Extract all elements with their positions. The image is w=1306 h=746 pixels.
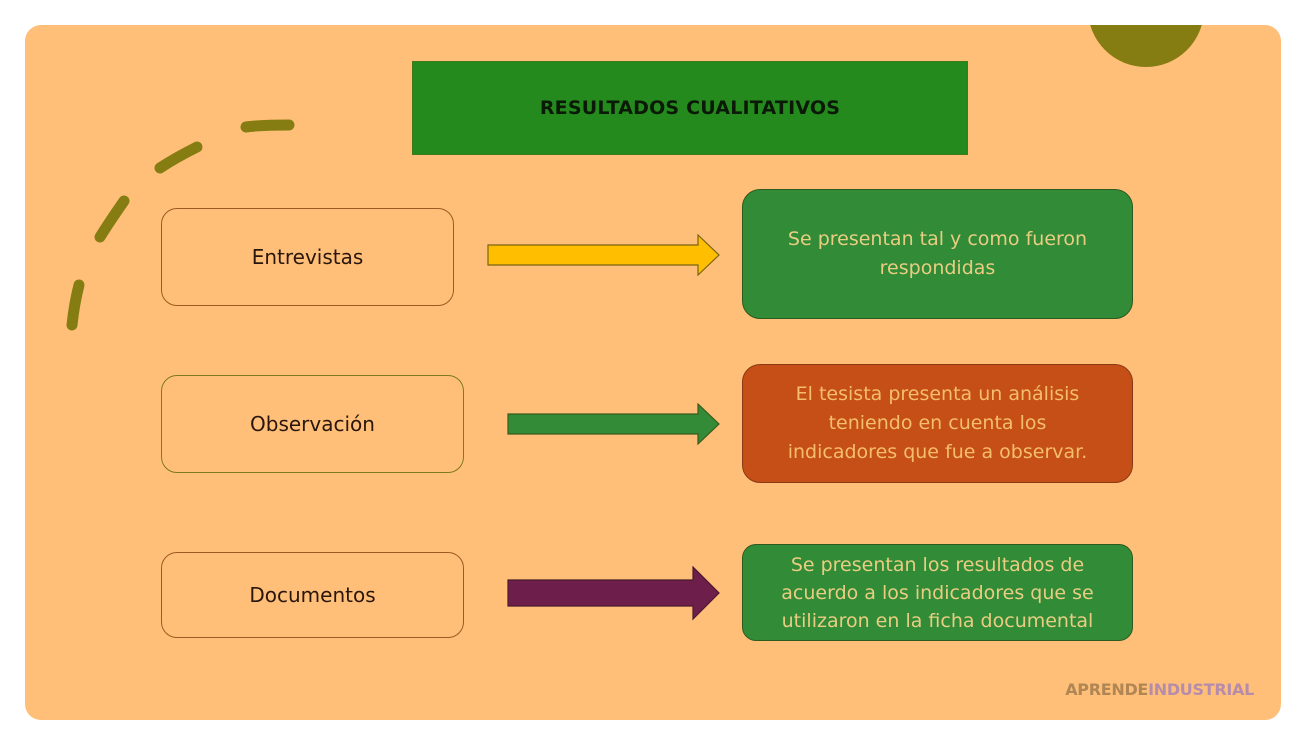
result-box-observacion: El tesista presenta un análisis teniendo…	[742, 364, 1133, 483]
result-text: Se presentan tal y como fueron respondid…	[787, 228, 1088, 279]
brand-part-2: INDUSTRIAL	[1148, 680, 1254, 699]
result-box-documentos: Se presentan los resultados de acuerdo a…	[742, 544, 1133, 641]
result-text: El tesista presenta un análisis teniendo…	[787, 383, 1088, 463]
decorative-circle-icon	[1088, 25, 1204, 67]
source-box-observacion: Observación	[161, 375, 464, 473]
brand-part-1: APRENDE	[1065, 680, 1149, 699]
title-bar: RESULTADOS CUALITATIVOS	[412, 61, 968, 155]
page-title: RESULTADOS CUALITATIVOS	[539, 97, 841, 119]
right-arrow-icon	[487, 234, 720, 276]
brand-logo: APRENDEINDUSTRIAL	[1065, 680, 1254, 699]
dashed-arc-icon	[66, 119, 295, 331]
source-label: Documentos	[249, 583, 376, 607]
source-label: Entrevistas	[251, 245, 364, 269]
source-box-entrevistas: Entrevistas	[161, 208, 454, 306]
slide-card: RESULTADOS CUALITATIVOS Entrevistas Se p…	[25, 25, 1281, 720]
right-arrow-icon	[507, 403, 720, 446]
source-box-documentos: Documentos	[161, 552, 464, 638]
right-arrow-icon	[507, 566, 720, 621]
result-text: Se presentan los resultados de acuerdo a…	[781, 553, 1094, 632]
result-box-entrevistas: Se presentan tal y como fueron respondid…	[742, 189, 1133, 319]
source-label: Observación	[250, 412, 375, 436]
